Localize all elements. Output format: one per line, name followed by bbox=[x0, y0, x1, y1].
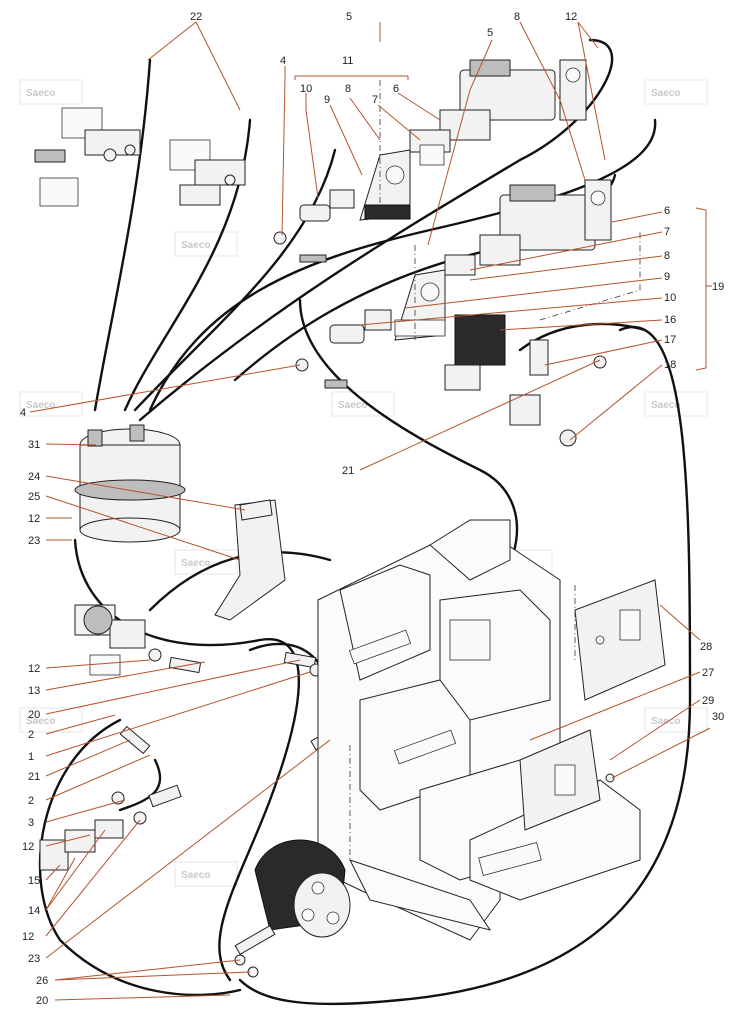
front-fittings bbox=[39, 651, 336, 871]
callout-8: 8 bbox=[345, 83, 351, 95]
callout-7: 7 bbox=[664, 226, 670, 238]
callout-5: 5 bbox=[346, 11, 352, 23]
pump-lower bbox=[444, 179, 612, 276]
grinder-motor bbox=[234, 839, 351, 978]
svg-text:Saeco: Saeco bbox=[181, 558, 210, 569]
solenoid-valve-lower bbox=[169, 139, 246, 206]
callout-13: 13 bbox=[28, 685, 40, 697]
callout-20: 20 bbox=[28, 709, 40, 721]
callout-labels: 22 5 8 12 4 11 10 8 9 7 6 5 6 7 8 9 19 1… bbox=[20, 11, 724, 1007]
hose-network bbox=[38, 38, 692, 1006]
callout-12: 12 bbox=[22, 841, 34, 853]
callout-22: 22 bbox=[190, 11, 202, 23]
callout-26: 26 bbox=[36, 975, 48, 987]
callout-10: 10 bbox=[300, 83, 312, 95]
callout-6: 6 bbox=[393, 83, 399, 95]
callout-2: 2 bbox=[28, 729, 34, 741]
svg-text:Saeco: Saeco bbox=[651, 716, 680, 727]
svg-text:Saeco: Saeco bbox=[651, 400, 680, 411]
callout-24: 24 bbox=[28, 471, 40, 483]
callout-21: 21 bbox=[28, 771, 40, 783]
chassis-frame bbox=[317, 519, 641, 941]
callout-9: 9 bbox=[664, 271, 670, 283]
callout-1: 1 bbox=[28, 751, 34, 763]
watermark-1: Saeco bbox=[19, 79, 83, 105]
callout-7: 7 bbox=[372, 94, 378, 106]
pump-bracket-lower bbox=[394, 269, 446, 341]
svg-text:Saeco: Saeco bbox=[26, 88, 55, 99]
callout-27: 27 bbox=[702, 667, 714, 679]
svg-text:Saeco: Saeco bbox=[181, 240, 210, 251]
callout-4: 4 bbox=[20, 407, 26, 419]
solenoid-valve-upper bbox=[34, 107, 141, 207]
callout-18: 18 bbox=[664, 359, 676, 371]
callout-12: 12 bbox=[22, 931, 34, 943]
steam-valve bbox=[74, 604, 162, 676]
watermark-3: Saeco bbox=[644, 79, 708, 105]
callout-14: 14 bbox=[28, 905, 40, 917]
callout-21: 21 bbox=[342, 465, 354, 477]
callout-10: 10 bbox=[664, 292, 676, 304]
callout-29: 29 bbox=[702, 695, 714, 707]
boiler-bracket bbox=[214, 499, 286, 621]
callout-4: 4 bbox=[280, 55, 286, 67]
callout-12: 12 bbox=[28, 513, 40, 525]
callout-20: 20 bbox=[36, 995, 48, 1007]
callout-19: 19 bbox=[712, 281, 724, 293]
callout-16: 16 bbox=[664, 314, 676, 326]
callout-23: 23 bbox=[28, 953, 40, 965]
svg-text:Saeco: Saeco bbox=[26, 400, 55, 411]
watermark-11: Saeco bbox=[644, 707, 708, 733]
svg-text:Saeco: Saeco bbox=[181, 870, 210, 881]
svg-text:Saeco: Saeco bbox=[26, 716, 55, 727]
watermark-2: Saeco bbox=[174, 231, 238, 257]
callout-6: 6 bbox=[664, 205, 670, 217]
pressure-fittings bbox=[273, 189, 392, 389]
callout-17: 17 bbox=[664, 334, 676, 346]
callout-15: 15 bbox=[28, 875, 40, 887]
pump-bracket-upper bbox=[359, 149, 411, 221]
pump-upper bbox=[409, 59, 587, 166]
leader-lines bbox=[29, 21, 712, 1001]
control-board-plate bbox=[574, 579, 666, 701]
callout-2: 2 bbox=[28, 795, 34, 807]
callout-11: 11 bbox=[342, 55, 353, 67]
watermark-9: Saeco bbox=[19, 707, 83, 733]
watermark-4: Saeco bbox=[19, 391, 83, 417]
assembly-lines bbox=[349, 80, 641, 860]
callout-30: 30 bbox=[712, 711, 724, 723]
callout-9: 9 bbox=[324, 94, 330, 106]
callout-31: 31 bbox=[28, 439, 40, 451]
callout-12: 12 bbox=[565, 11, 577, 23]
callout-28: 28 bbox=[700, 641, 712, 653]
callout-8: 8 bbox=[664, 250, 670, 262]
callout-23: 23 bbox=[28, 535, 40, 547]
watermark-12: Saeco bbox=[174, 861, 238, 887]
callout-25: 25 bbox=[28, 491, 40, 503]
callout-12: 12 bbox=[28, 663, 40, 675]
watermark-7: Saeco bbox=[174, 549, 238, 575]
heater-block bbox=[444, 314, 607, 447]
callout-3: 3 bbox=[28, 817, 34, 829]
svg-text:Saeco: Saeco bbox=[338, 400, 367, 411]
watermark-5: Saeco bbox=[331, 391, 395, 417]
callout-5: 5 bbox=[487, 27, 493, 39]
callout-8: 8 bbox=[514, 11, 520, 23]
lower-board bbox=[519, 729, 615, 831]
svg-text:Saeco: Saeco bbox=[651, 88, 680, 99]
